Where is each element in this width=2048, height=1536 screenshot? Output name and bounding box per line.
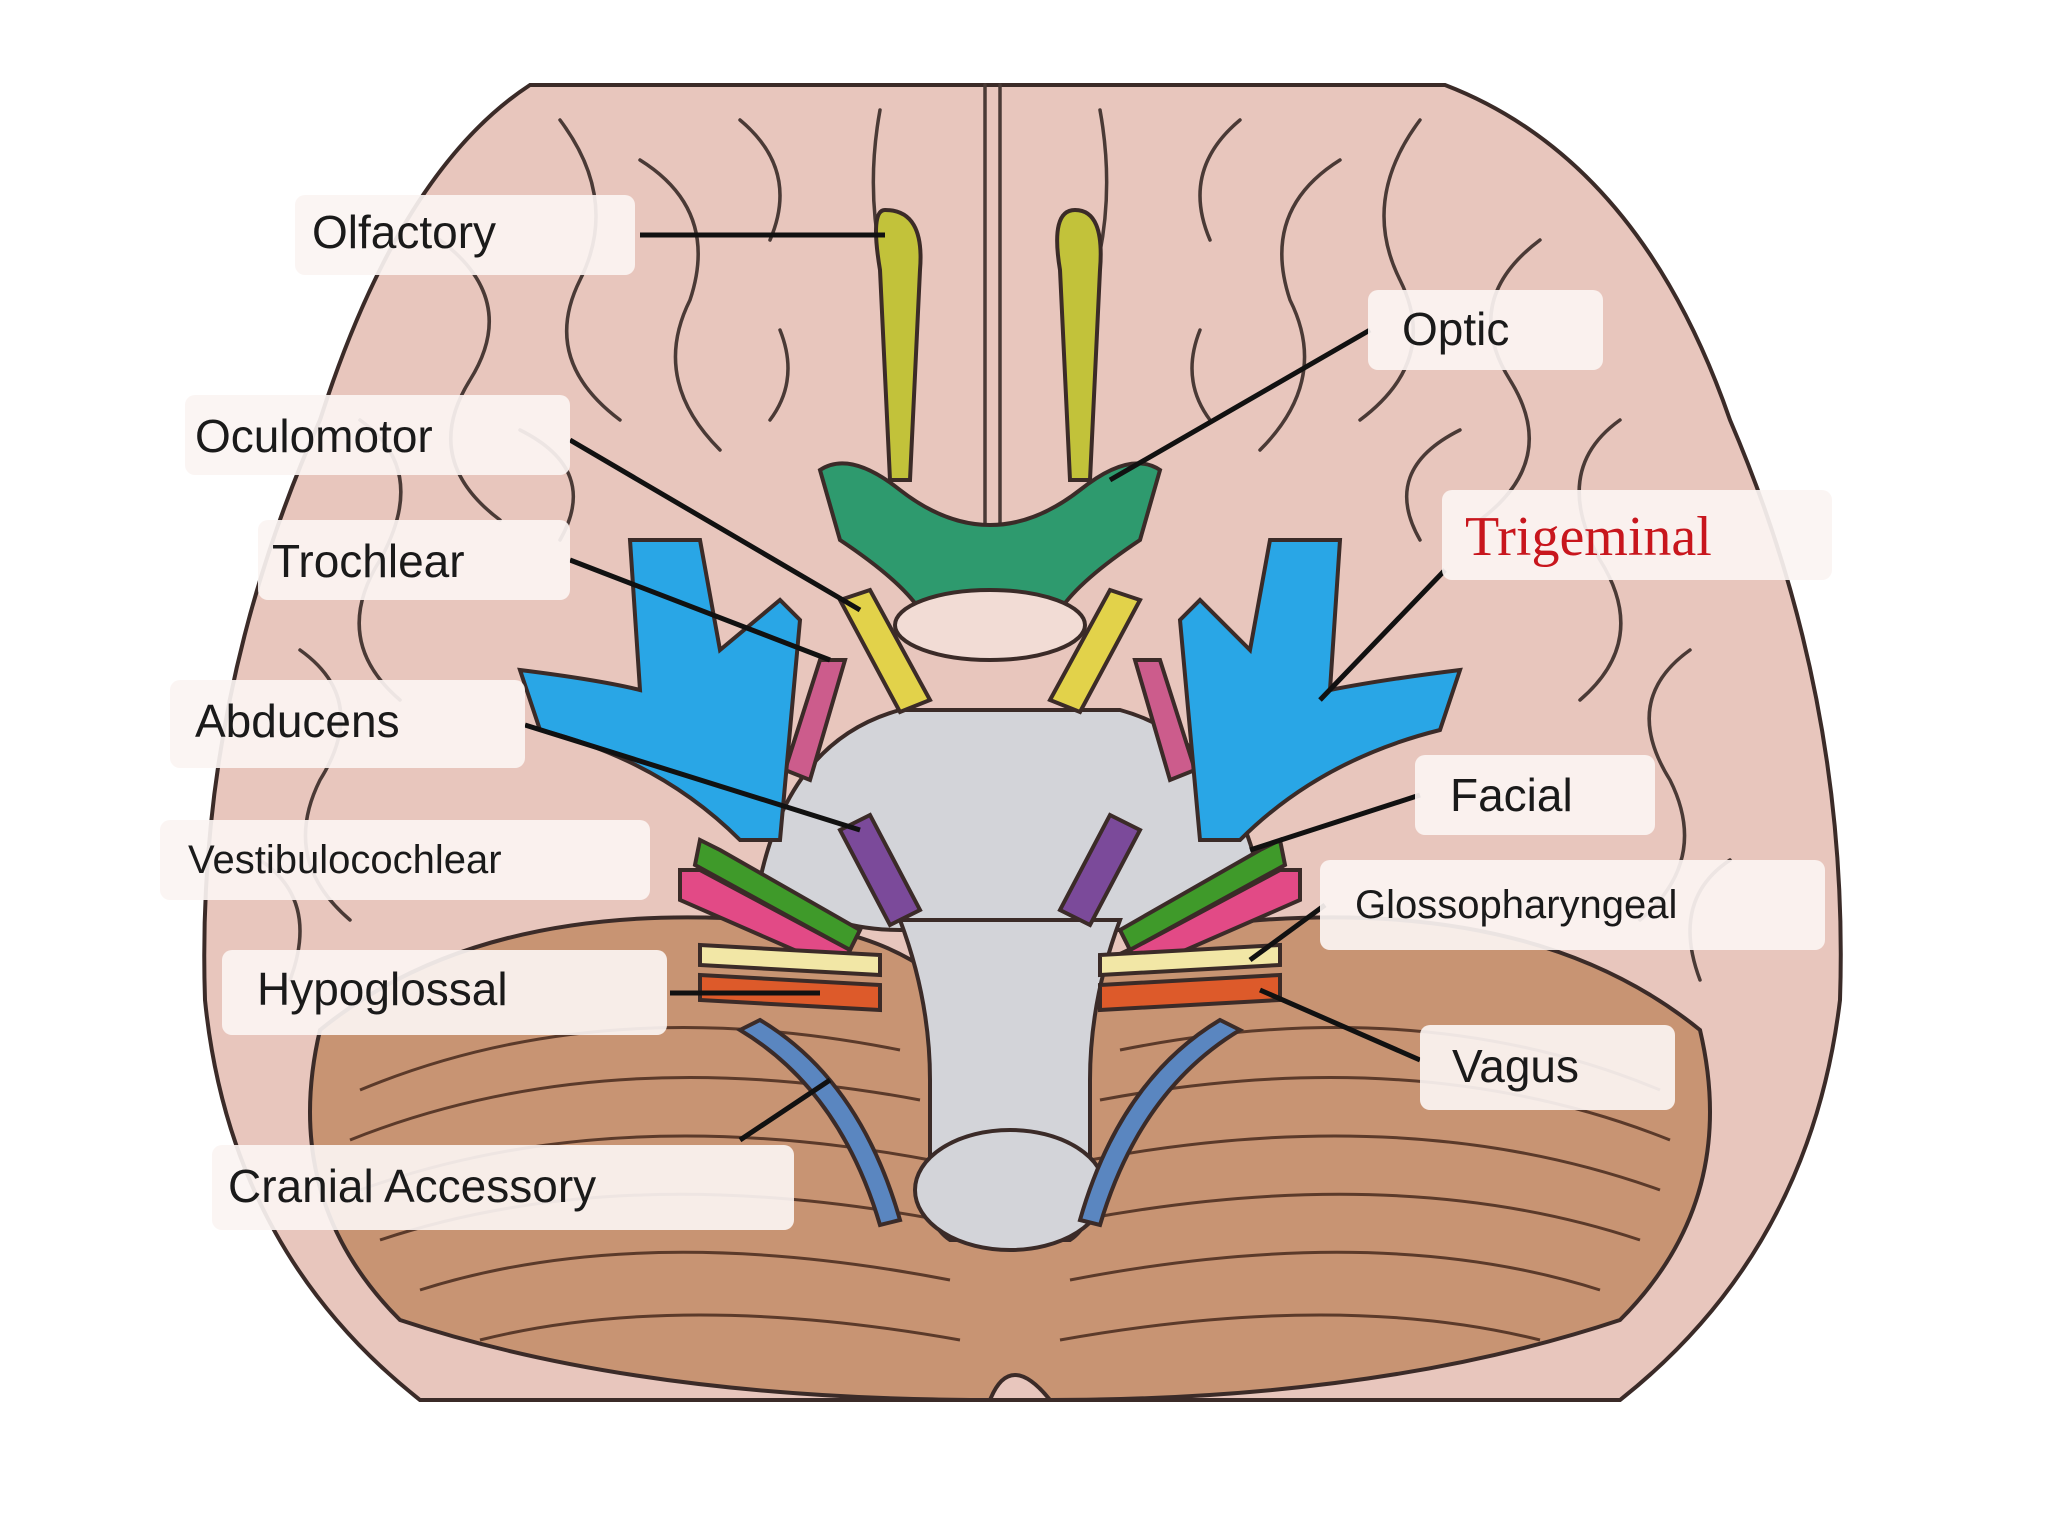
label-optic: Optic	[1368, 290, 1603, 370]
spinal-cord-section	[913, 1128, 1107, 1252]
vestibulocochlear-nerve	[678, 868, 1302, 973]
olfactory-nerve	[874, 207, 1103, 482]
svg-text:Oculomotor: Oculomotor	[195, 410, 433, 462]
svg-text:Abducens: Abducens	[195, 695, 400, 747]
svg-text:Glossopharyngeal: Glossopharyngeal	[1355, 883, 1677, 927]
svg-text:Trigeminal: Trigeminal	[1465, 506, 1712, 568]
label-hypoglossal: Hypoglossal	[222, 950, 667, 1035]
label-vagus: Vagus	[1420, 1025, 1675, 1110]
svg-text:Hypoglossal: Hypoglossal	[257, 963, 508, 1015]
label-abducens: Abducens	[170, 680, 525, 768]
leader-lines	[524, 232, 1447, 1143]
label-facial: Facial	[1415, 755, 1655, 835]
label-cranial-accessory: Cranial Accessory	[212, 1145, 794, 1230]
optic-chiasm-center	[893, 588, 1087, 662]
glossopharyngeal-nerve	[698, 942, 1282, 978]
svg-text:Trochlear: Trochlear	[272, 535, 465, 587]
svg-text:Facial: Facial	[1450, 769, 1573, 821]
trochlear-nerve	[782, 658, 1198, 783]
svg-text:Cranial Accessory: Cranial Accessory	[228, 1160, 596, 1212]
label-glossopharyngeal: Glossopharyngeal	[1320, 860, 1825, 950]
svg-text:Olfactory: Olfactory	[312, 206, 496, 258]
svg-text:Optic: Optic	[1402, 303, 1509, 355]
svg-text:Vestibulocochlear: Vestibulocochlear	[188, 838, 502, 882]
label-vestibulocochlear: Vestibulocochlear	[160, 820, 650, 900]
abducens-nerve	[837, 812, 1143, 928]
facial-nerve	[692, 837, 1288, 953]
label-trochlear: Trochlear	[258, 520, 570, 600]
cerebral-gyri	[258, 83, 1732, 982]
label-oculomotor: Oculomotor	[185, 395, 570, 475]
oculomotor-nerve	[837, 587, 1143, 715]
svg-text:Vagus: Vagus	[1452, 1040, 1579, 1092]
label-trigeminal: Trigeminal	[1442, 490, 1832, 580]
accessory-nerve	[735, 1017, 1245, 1228]
label-olfactory: Olfactory	[295, 195, 635, 275]
